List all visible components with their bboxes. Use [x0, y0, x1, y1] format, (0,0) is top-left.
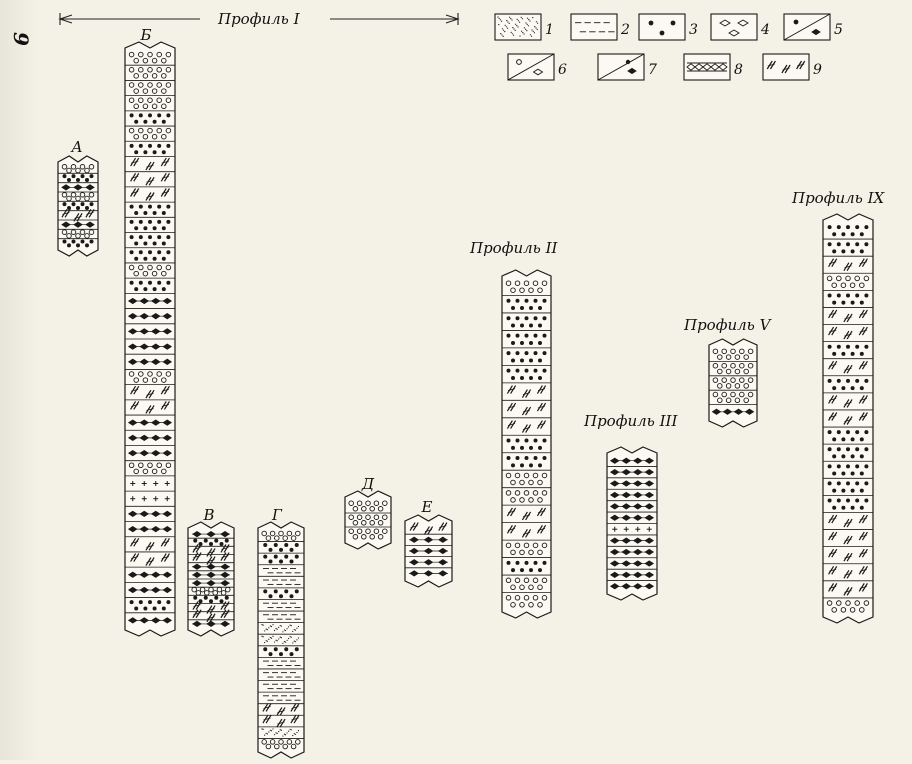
legend-number: 2: [620, 22, 630, 38]
column-label: Б: [139, 26, 151, 44]
section-column: А: [58, 138, 98, 256]
profile-2-label: Профиль II: [469, 239, 559, 257]
legend-item: 9: [763, 54, 822, 80]
legend-item: 7: [598, 54, 657, 80]
section-column: Б: [125, 26, 175, 636]
section-column: Е: [405, 498, 452, 587]
section-column: [607, 447, 657, 600]
section-columns: А Б В Г Д Е: [58, 26, 873, 758]
column-label: Г: [271, 506, 283, 524]
legend-item: 5: [784, 14, 843, 40]
section-column: [502, 270, 551, 618]
legend-number: 1: [545, 22, 554, 38]
column-outline: [502, 270, 551, 618]
column-label: Д: [361, 475, 375, 493]
legend-item: 2: [571, 14, 630, 40]
legend-item: 4: [711, 14, 770, 40]
legend-number: 3: [689, 22, 698, 38]
legend-item: 1: [495, 14, 554, 40]
column-label: В: [202, 506, 214, 524]
legend-item: 3: [639, 14, 698, 40]
legend: 1 2 3 4 5 6 7 8 9: [495, 14, 843, 80]
legend-number: 7: [648, 62, 657, 78]
column-outline: [345, 491, 391, 549]
legend-number: 4: [760, 22, 770, 38]
legend-number: 5: [834, 22, 843, 38]
profile-5-label: Профиль V: [683, 316, 773, 334]
section-column: В: [188, 506, 234, 636]
section-column: Г: [258, 506, 304, 758]
profile-1-label: Профиль I: [217, 10, 301, 28]
legend-item: 8: [684, 54, 743, 80]
profile-3-label: Профиль III: [583, 412, 678, 430]
legend-number: 9: [813, 62, 822, 78]
column-label: А: [70, 138, 82, 156]
section-column: [823, 214, 873, 623]
layer-diamond: [192, 531, 230, 536]
legend-number: 6: [558, 62, 567, 78]
page-number: 9: [9, 32, 33, 46]
section-column: [709, 339, 757, 427]
column-label: Е: [421, 498, 433, 516]
legend-number: 8: [734, 62, 743, 78]
profile-9-label: Профиль IX: [791, 189, 886, 207]
legend-item: 6: [508, 54, 567, 80]
section-column: Д: [345, 475, 391, 549]
